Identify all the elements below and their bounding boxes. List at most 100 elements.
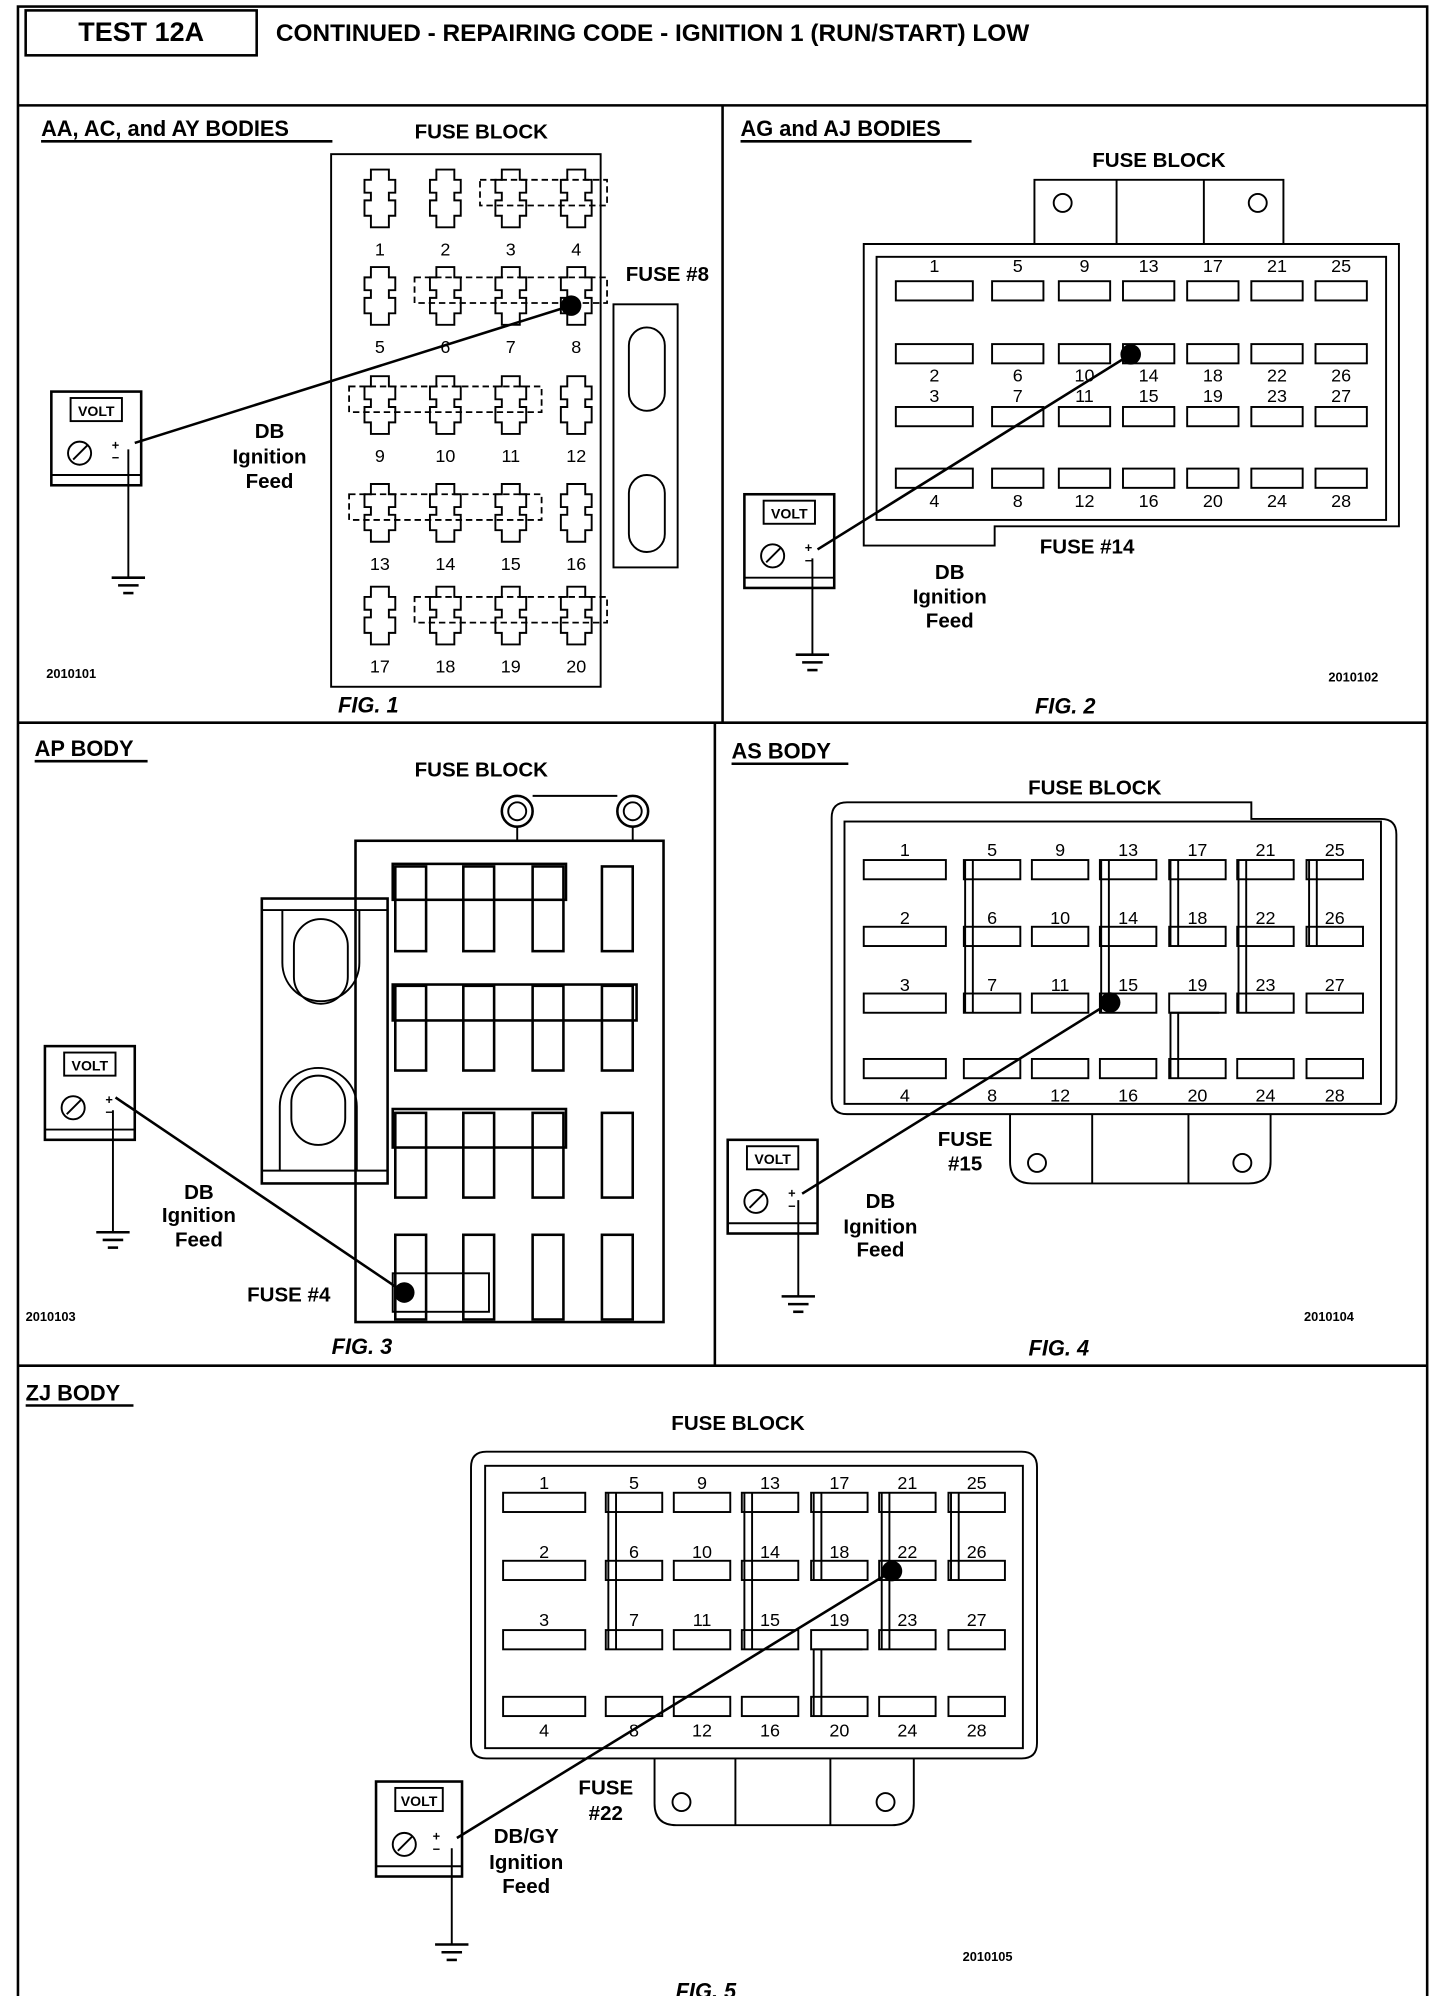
fuse-slot [947,1629,1006,1651]
fuse-slot [363,266,397,326]
fuse-number: 5 [987,840,997,860]
fuse-slot [862,859,947,881]
voltmeter-dial-icon [743,1188,769,1214]
fuse-slot [1057,343,1112,365]
fuse-slot [462,865,496,953]
bus-bar-outline [812,1648,863,1717]
fuse-number: 15 [501,554,521,574]
fuse-block-outline [330,153,602,688]
fuse-slot [947,1491,1006,1513]
fuse-slot [394,984,428,1072]
fuse-slot [1030,859,1090,881]
fuse-number: 20 [566,657,586,677]
fuse-number: 14 [760,1542,780,1562]
fuse-slot [894,343,974,365]
fig1-caption: FIG. 1 [338,692,399,717]
terminal-ring [507,801,528,822]
fuse-number: 15 [760,1610,780,1630]
test-point-dot [881,1560,903,1582]
fuse-bus-bar [391,983,638,1022]
fuse-group-outline [479,178,608,207]
fuse-number: 6 [440,337,450,357]
voltmeter-display [745,1145,800,1171]
fuse-number: 12 [1074,491,1094,511]
dial-needle [765,547,782,563]
fuse-number: 21 [1267,256,1287,276]
bus-bar-outline [607,1492,618,1650]
fuse-number: 7 [629,1610,639,1630]
fuse-slot [1250,467,1304,489]
fuse-number: 23 [1267,386,1287,406]
fuse-number: 7 [1013,386,1023,406]
plus-terminal-icon: + [805,540,813,555]
fig1-fuse-label: FUSE #8 [626,263,709,286]
fuse-group-outline [413,276,608,304]
fuse-slot [531,865,565,953]
fuse-slot [600,984,635,1072]
fuse-number: 16 [1118,1085,1138,1105]
fuse-slot [559,483,593,543]
fig3-wire-label: Ignition [162,1204,236,1227]
voltmeter-label: VOLT [78,403,115,419]
fuse-number: 1 [929,256,939,276]
fuse-number: 3 [929,386,939,406]
fuse-slot [600,1233,635,1321]
mounting-slot [627,474,666,553]
fig4-caption: FIG. 4 [1029,1335,1090,1360]
fuse-number: 10 [435,446,455,466]
fuse-slot [991,406,1045,428]
bracket-slot [281,910,361,1003]
terminal-ring [616,794,650,828]
fuse-number: 11 [693,1610,712,1630]
fuse-number: 11 [1075,386,1094,406]
fuse-number: 17 [829,1473,849,1493]
fuse-slot [991,467,1045,489]
fuse-number: 7 [987,975,997,995]
fuse-slot [1098,992,1158,1014]
fuse-number: 22 [1267,365,1287,385]
fuse-number: 5 [1013,256,1023,276]
fuse-slot [604,1629,664,1651]
fuse-slot [494,168,528,229]
mounting-slot [292,918,349,1005]
fig2-part-number: 2010102 [1328,670,1378,685]
fuse-number: 13 [1139,256,1159,276]
voltmeter-display [394,1786,444,1813]
fig1-body-heading: AA, AC, and AY BODIES [41,116,289,141]
voltmeter-body [374,1780,464,1878]
test-point-dot [1120,344,1141,365]
minus-terminal-icon: − [433,1841,441,1856]
fuse-number: 6 [1013,365,1023,385]
mounting-hole [875,1792,896,1813]
fuse-number: 26 [1325,908,1345,928]
fuse-number: 27 [967,1610,987,1630]
probe-wire [816,353,1132,551]
fuse-number: 25 [1325,840,1345,860]
voltmeter-body [743,492,836,590]
fuse-number: 26 [1331,365,1351,385]
terminal-ring [622,801,643,822]
fuse-number: 5 [375,337,385,357]
fuse-number: 1 [375,240,385,260]
fig2-fuse-label: FUSE #14 [1040,535,1135,558]
fuse-slot [494,483,528,543]
fig1-fuse-block-label: FUSE BLOCK [415,121,549,144]
outer-frame [16,5,1429,1996]
fuse-slot [1305,1058,1364,1080]
fuse-bus-bar [391,1272,490,1313]
fuse-slot [878,1695,937,1718]
fuse-group-outline [413,596,608,624]
fuse-number: 19 [1187,975,1207,995]
fuse-slot [604,1559,664,1581]
fuse-number: 19 [501,657,521,677]
minus-terminal-icon: − [805,553,813,568]
fig4-body-heading: AS BODY [732,739,832,764]
fuse-slot [1057,467,1112,489]
fuse-number: 3 [506,240,516,260]
fig1-part-number: 2010101 [46,666,96,681]
dial-needle [397,1836,413,1852]
fig2-fuse-block-label: FUSE BLOCK [1092,149,1226,172]
fuse-slot [862,992,947,1014]
fuse-slot [894,406,974,428]
